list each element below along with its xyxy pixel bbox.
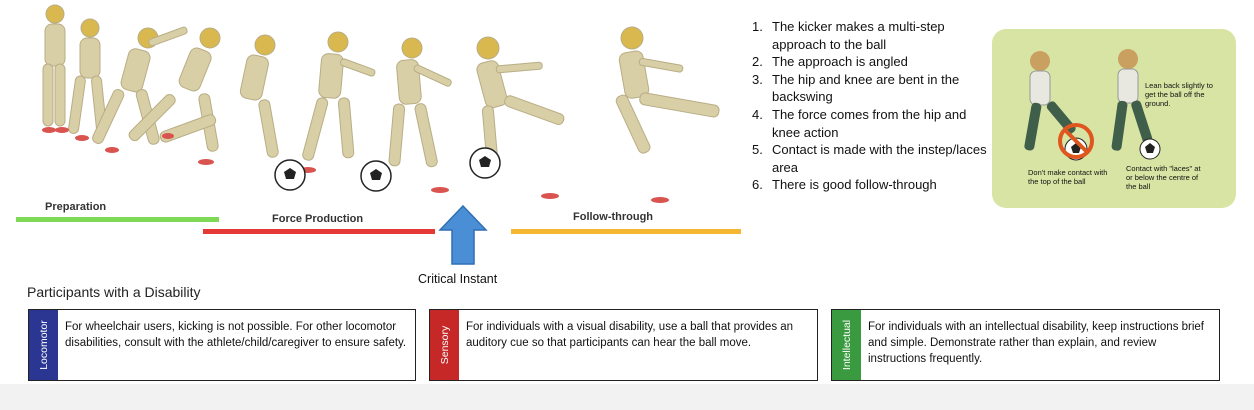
step-text: There is good follow-through (772, 177, 937, 193)
locomotor-box: Locomotor For wheelchair users, kicking … (28, 309, 416, 381)
soccer-ball-2 (360, 160, 392, 192)
locomotor-tab: Locomotor (29, 310, 58, 380)
boy-figure-incorrect (1024, 51, 1076, 151)
step-item: 6. There is good follow-through (752, 176, 987, 194)
dont-contact-note: Don't make contact with the top of the b… (1028, 168, 1108, 186)
step-number: 6. (752, 177, 763, 193)
sensory-tab: Sensory (430, 310, 459, 380)
kicker-figure-1 (42, 4, 66, 127)
step-item: 1. The kicker makes a multi-step approach… (752, 18, 987, 53)
locomotor-text: For wheelchair users, kicking is not pos… (65, 321, 407, 349)
critical-instant-arrow-icon (438, 204, 488, 265)
kick-steps-list: 1. The kicker makes a multi-step approach… (752, 18, 987, 194)
prohibited-icon (1058, 123, 1094, 159)
kicker-figure-6 (302, 31, 376, 161)
intellectual-box: Intellectual For individuals with an int… (831, 309, 1220, 381)
kick-sequence-illustration (42, 4, 720, 203)
intellectual-text: For individuals with an intellectual dis… (868, 321, 1205, 365)
contact-laces-note: Contact with "laces" at or below the cen… (1126, 164, 1201, 191)
contact-technique-inset: Lean back slightly to get the ball off t… (992, 29, 1236, 208)
step-item: 3. The hip and knee are bent in the backs… (752, 71, 987, 106)
intellectual-tab-label: Intellectual (840, 319, 853, 371)
step-item: 5. Contact is made with the instep/laces … (752, 141, 987, 176)
step-text: The force comes from the hip and knee ac… (772, 106, 967, 140)
kicker-figure-7 (388, 37, 452, 168)
kicker-figure-3 (92, 26, 188, 145)
section-title: Participants with a Disability (27, 284, 201, 300)
phase-label-force-production: Force Production (272, 213, 364, 225)
kicker-figure-8 (476, 36, 565, 169)
phase-label-follow-through: Follow-through (573, 211, 654, 223)
kicker-figure-5 (159, 34, 279, 158)
ball-correct (1139, 138, 1161, 160)
step-text: The hip and knee are bent in the backswi… (772, 71, 960, 105)
step-number: 5. (752, 142, 763, 158)
critical-instant-label: Critical Instant (418, 272, 498, 286)
bottom-band (0, 384, 1254, 410)
step-number: 4. (752, 106, 763, 122)
boy-figure-correct (1111, 49, 1153, 151)
step-text: Contact is made with the instep/laces ar… (772, 142, 987, 175)
sensory-box: Sensory For individuals with a visual di… (429, 309, 818, 381)
step-text: The kicker makes a multi-step approach t… (772, 19, 945, 52)
phase-bar-preparation (16, 217, 219, 222)
step-number: 1. (752, 19, 763, 34)
phase-bar-force-production (203, 229, 435, 234)
sensory-tab-label: Sensory (438, 325, 451, 365)
step-text: The approach is angled (772, 54, 908, 70)
soccer-ball-3 (469, 147, 501, 179)
intellectual-tab: Intellectual (832, 310, 861, 380)
locomotor-tab-label: Locomotor (37, 320, 50, 370)
phase-label-preparation: Preparation (45, 201, 107, 213)
step-item: 4. The force comes from the hip and knee … (752, 106, 987, 141)
kick-sequence-figures (20, 0, 760, 205)
sensory-text: For individuals with a visual disability… (466, 321, 794, 349)
contact-technique-illustration (1024, 49, 1161, 161)
kicker-figure-2 (68, 18, 108, 135)
kicker-figure-9 (615, 26, 720, 154)
step-number: 2. (752, 54, 763, 70)
step-number: 3. (752, 71, 763, 87)
lean-back-note: Lean back slightly to get the ball off t… (1145, 81, 1213, 108)
phase-bar-follow-through (511, 229, 741, 234)
soccer-ball-1 (274, 159, 306, 191)
step-item: 2. The approach is angled (752, 53, 987, 71)
